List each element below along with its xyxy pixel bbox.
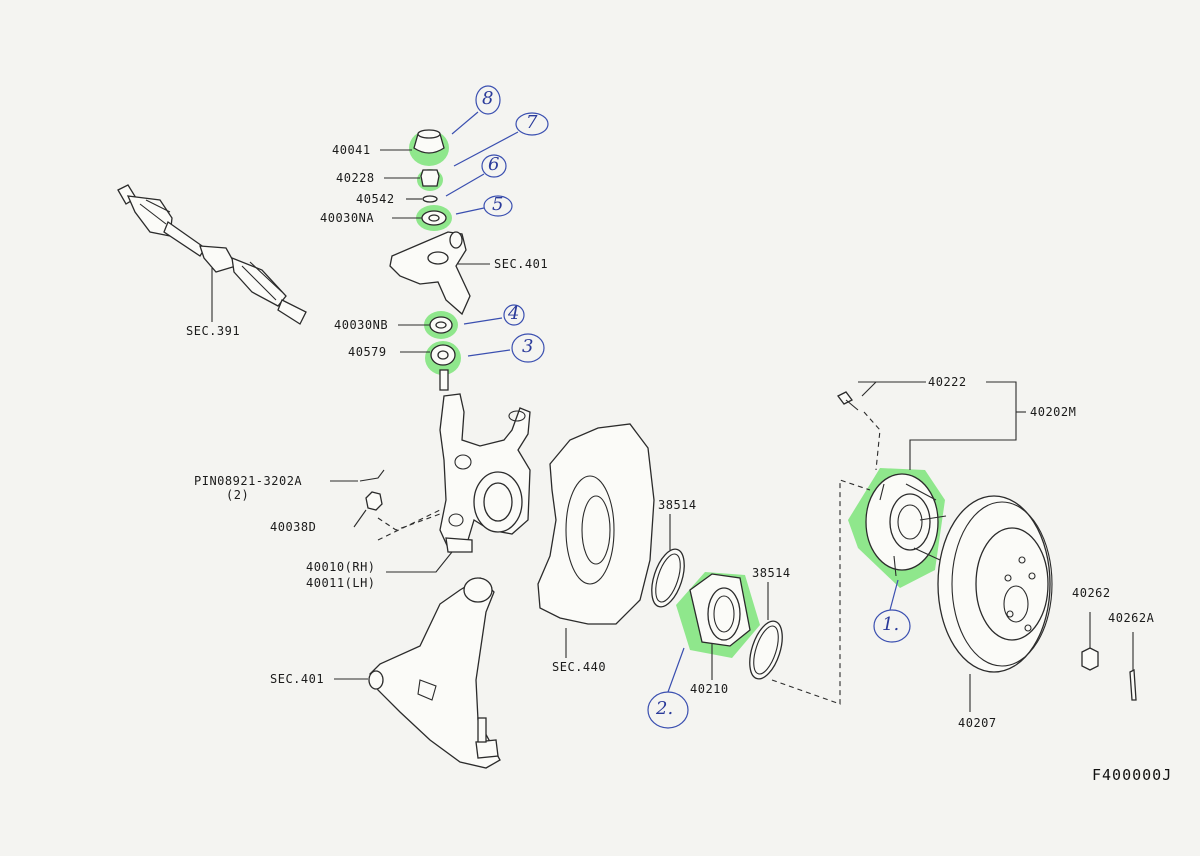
callout-4: 4: [508, 303, 520, 324]
callout-7: 7: [526, 112, 538, 133]
wheel-hub: [837, 391, 947, 577]
part-label-40262: 40262: [1072, 586, 1111, 600]
part-label-38514-a: 38514: [658, 498, 697, 512]
lower-control-arm: [368, 577, 501, 769]
drawing-code: F400000J: [1092, 766, 1173, 784]
cotter-pin-and-nut: [359, 469, 441, 541]
hub-nut-and-stud: [1081, 612, 1137, 701]
strut-mount-stack: [413, 129, 456, 391]
part-label-sec401-bottom: SEC.401: [270, 672, 325, 686]
bearing-and-snap-rings: [651, 479, 871, 705]
part-label-pin-qty: (2): [226, 488, 250, 502]
callout-8: 8: [482, 88, 494, 109]
part-label-sec440: SEC.440: [552, 660, 607, 674]
dust-shield: [537, 423, 655, 625]
steering-knuckle: [439, 393, 531, 553]
part-label-sec401-top: SEC.401: [494, 257, 549, 271]
part-label-40010: 40010(RH): [306, 560, 376, 574]
leader-lines: [330, 149, 1026, 712]
callout-3: 3: [522, 336, 534, 357]
callout-1: 1.: [882, 614, 900, 635]
part-label-38514-b: 38514: [752, 566, 791, 580]
callout-marks: [445, 85, 911, 729]
part-label-40207: 40207: [958, 716, 997, 730]
part-label-40542: 40542: [356, 192, 395, 206]
part-label-pin: PIN08921-3202A: [194, 474, 303, 488]
part-label-40262a: 40262A: [1108, 611, 1155, 625]
part-label-40030nb: 40030NB: [334, 318, 389, 332]
part-label-40030na: 40030NA: [320, 211, 375, 225]
brake-rotor: [937, 495, 1053, 673]
part-label-40202m: 40202M: [1030, 405, 1077, 419]
part-label-40228: 40228: [336, 171, 375, 185]
part-label-40222: 40222: [928, 375, 967, 389]
callout-2: 2.: [656, 698, 674, 719]
part-label-40041: 40041: [332, 143, 371, 157]
callout-6: 6: [488, 154, 500, 175]
strut-bracket: [389, 231, 471, 316]
part-label-40579: 40579: [348, 345, 387, 359]
part-label-sec391: SEC.391: [186, 324, 241, 338]
part-label-40011: 40011(LH): [306, 576, 376, 590]
part-label-40210: 40210: [690, 682, 729, 696]
drive-shaft: [117, 184, 307, 325]
callout-5: 5: [492, 194, 504, 215]
part-label-40038d: 40038D: [270, 520, 317, 534]
